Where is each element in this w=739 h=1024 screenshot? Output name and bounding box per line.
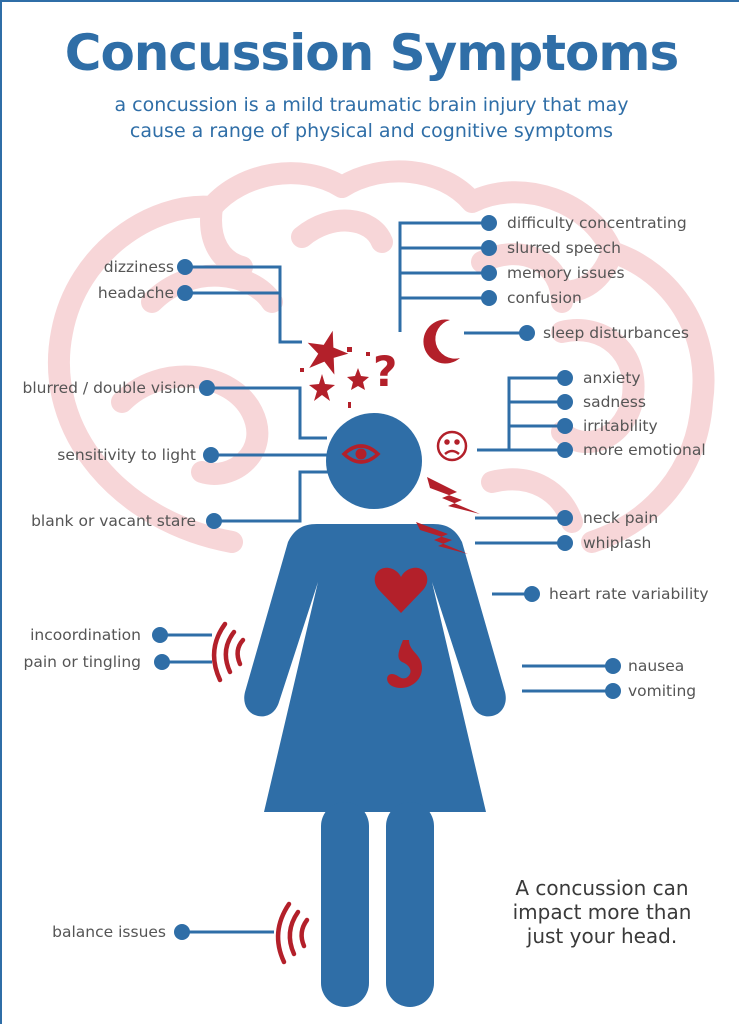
label-sadness: sadness (583, 393, 646, 411)
label-dizziness: dizziness (103, 258, 174, 276)
brain-outline (47, 160, 715, 553)
label-heart-rate-variability: heart rate variability (549, 585, 709, 603)
label-pain-or-tingling: pain or tingling (23, 653, 142, 671)
label-whiplash: whiplash (583, 534, 652, 552)
subtitle-line-2: cause a range of physical and cognitive … (129, 120, 614, 142)
label-confusion: confusion (507, 289, 582, 307)
eye-icon (341, 444, 381, 464)
label-slurred-speech: slurred speech (507, 239, 621, 257)
vibration-icon (275, 901, 310, 965)
label-balance-issues: balance issues (52, 923, 166, 941)
tagline-line-1: A concussion can (515, 876, 689, 900)
label-neck-pain: neck pain (583, 509, 659, 527)
sad-face-icon (436, 430, 468, 462)
label-memory-issues: memory issues (507, 264, 625, 282)
label-vomiting: vomiting (628, 682, 697, 700)
question-mark-icon: ? (373, 347, 397, 396)
label-blank-stare: blank or vacant stare (31, 512, 196, 530)
woman-figure (244, 413, 506, 1007)
tagline-line-3: just your head. (526, 924, 678, 948)
subtitle-line-1: a concussion is a mild traumatic brain i… (114, 94, 629, 116)
heart-icon (374, 567, 428, 613)
label-sensitivity-to-light: sensitivity to light (57, 446, 196, 464)
moon-icon (423, 319, 460, 364)
label-incoordination: incoordination (30, 626, 141, 644)
connector-lines (160, 221, 613, 934)
label-blurred-vision: blurred / double vision (22, 379, 196, 397)
label-anxiety: anxiety (583, 369, 641, 387)
vibration-icon (211, 621, 246, 683)
connector-dots (152, 215, 621, 940)
label-irritability: irritability (583, 417, 658, 435)
label-more-emotional: more emotional (583, 441, 706, 459)
svg-text:?: ? (373, 347, 397, 396)
stars-icon (300, 330, 370, 408)
label-nausea: nausea (628, 657, 685, 675)
tagline-line-2: impact more than (512, 900, 692, 924)
label-headache: headache (97, 284, 174, 302)
tagline: A concussion can impact more than just y… (472, 876, 732, 948)
lightning-icon (416, 477, 480, 554)
stomach-icon (387, 640, 422, 688)
page-title: Concussion Symptoms (64, 24, 680, 82)
label-sleep-disturbances: sleep disturbances (543, 324, 690, 342)
label-difficulty-concentrating: difficulty concentrating (507, 214, 687, 232)
